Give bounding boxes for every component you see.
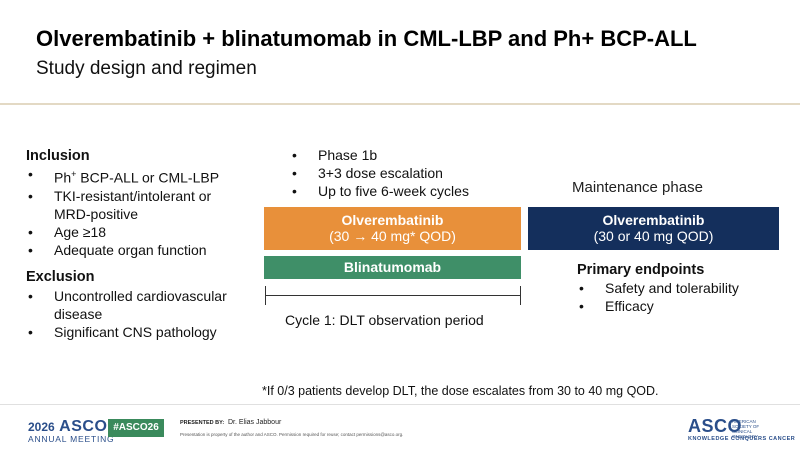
inclusion-item: Ph+ BCP-ALL or CML-LBP	[26, 165, 266, 187]
asco-annual-meeting-logo: 2026 ASCO ANNUAL MEETING	[28, 418, 114, 444]
exclusion-list: Uncontrolled cardiovascular disease Sign…	[26, 287, 266, 341]
cycle-label: Cycle 1: DLT observation period	[285, 312, 484, 328]
olverembatinib-box-dose: (30 → 40 mg* QOD)	[329, 228, 456, 244]
olverembatinib-dose-escalation-box: Olverembatinib (30 → 40 mg* QOD)	[264, 207, 521, 250]
cycle-bracket-line	[265, 295, 520, 296]
footer-divider	[0, 404, 800, 405]
hashtag-badge: #ASCO26	[108, 419, 164, 437]
asco-tagline: KNOWLEDGE CONQUERS CANCER	[688, 436, 796, 442]
slide-title: Olverembatinib + blinatumomab in CML-LBP…	[36, 26, 697, 51]
inclusion-list: Ph+ BCP-ALL or CML-LBP TKI-resistant/int…	[26, 165, 266, 259]
endpoints-list: Safety and tolerability Efficacy	[577, 279, 787, 315]
meeting-year: 2026	[28, 420, 55, 434]
endpoints-heading: Primary endpoints	[577, 262, 705, 278]
exclusion-item: Significant CNS pathology	[26, 323, 266, 341]
inclusion-item: Adequate organ function	[26, 241, 266, 259]
exclusion-heading: Exclusion	[26, 269, 95, 285]
header-divider	[0, 103, 800, 105]
presented-by-label: PRESENTED BY:	[180, 420, 225, 426]
maintenance-olverembatinib-box: Olverembatinib (30 or 40 mg QOD)	[528, 207, 779, 250]
phase-item: 3+3 dose escalation	[290, 164, 520, 182]
asco-logo-text: ASCO	[688, 416, 743, 436]
footnote: *If 0/3 patients develop DLT, the dose e…	[262, 384, 659, 398]
copyright-notice: Presentation is property of the author a…	[180, 432, 404, 437]
endpoint-item: Efficacy	[577, 297, 787, 315]
presenter-name: Dr. Elias Jabbour	[228, 419, 282, 426]
endpoint-item: Safety and tolerability	[577, 279, 787, 297]
meeting-sub: ANNUAL MEETING	[28, 434, 115, 444]
slide-subtitle: Study design and regimen	[36, 58, 257, 79]
inclusion-item: Age ≥18	[26, 223, 266, 241]
phase-list: Phase 1b 3+3 dose escalation Up to five …	[290, 146, 520, 200]
inclusion-item: TKI-resistant/intolerant or MRD-positive	[26, 187, 236, 223]
maintenance-box-name: Olverembatinib	[602, 212, 705, 228]
phase-item: Phase 1b	[290, 146, 520, 164]
meeting-name: ASCO	[59, 418, 108, 435]
blinatumomab-box: Blinatumomab	[264, 256, 521, 279]
blinatumomab-box-name: Blinatumomab	[343, 259, 442, 275]
exclusion-item: Uncontrolled cardiovascular disease	[26, 287, 241, 323]
maintenance-title: Maintenance phase	[572, 179, 703, 196]
inclusion-heading: Inclusion	[26, 148, 90, 164]
asco-society-text: AMERICAN SOCIETY OF CLINICAL ONCOLOGY	[732, 419, 760, 439]
maintenance-box-dose: (30 or 40 mg QOD)	[593, 228, 714, 244]
cycle-bracket-right	[520, 286, 521, 305]
phase-item: Up to five 6-week cycles	[290, 182, 520, 200]
olverembatinib-box-name: Olverembatinib	[341, 212, 444, 228]
asco-logo: ASCO AMERICAN SOCIETY OF CLINICAL ONCOLO…	[688, 416, 795, 442]
